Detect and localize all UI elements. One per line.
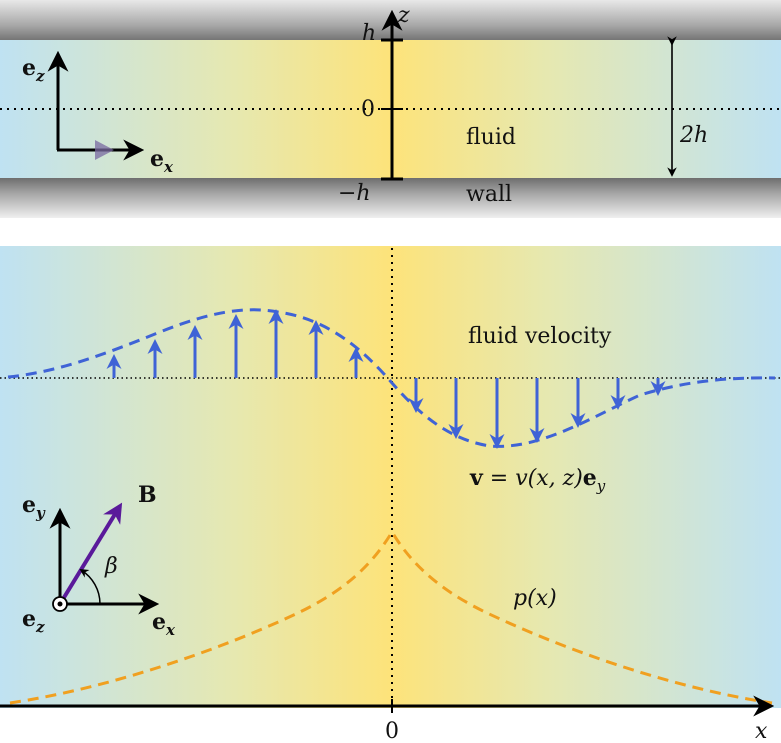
bottom-fluid-band: [0, 246, 781, 708]
wall-label: wall: [466, 182, 512, 207]
pressure-profile-curve: [9, 529, 773, 705]
tick-zero-label: 0: [361, 97, 375, 122]
tick-minus-h-label: −h: [338, 181, 371, 206]
field-vector-B: [58, 502, 123, 606]
velocity-arrows: [106, 309, 666, 449]
x-axis-label: x: [755, 719, 768, 743]
pressure-label: p(x): [513, 586, 557, 611]
z-axis-label: z: [397, 3, 410, 28]
tick-h-label: h: [362, 21, 376, 46]
top-ez-label: ez: [22, 55, 45, 85]
x-tick-zero-label: 0: [385, 719, 399, 743]
bottom-ex-label: ex: [152, 609, 176, 639]
bottom-ey-label: ey: [22, 492, 46, 522]
top-ex-arrow-tint: [95, 140, 114, 160]
bottom-ez-label: ez: [22, 606, 45, 636]
bottom-panel: fluid velocity v = v(x, z)ey p(x) 0 x ey…: [0, 246, 781, 743]
top-panel: z h 0 −h fluid wall 2h ez ex: [0, 0, 781, 218]
velocity-title: fluid velocity: [468, 324, 612, 349]
top-wall-lower: [0, 178, 781, 218]
height-label: 2h: [679, 123, 708, 148]
fluid-label: fluid: [466, 125, 516, 150]
field-vector-label: B: [138, 482, 157, 508]
velocity-profile-curve: [7, 308, 776, 448]
velocity-equation: v = v(x, z)ey: [469, 465, 606, 495]
top-ex-label: ex: [150, 146, 174, 176]
angle-beta-arc: [79, 569, 101, 605]
ez-out-of-plane-dot: [57, 601, 63, 607]
angle-beta-label: β: [104, 554, 118, 579]
